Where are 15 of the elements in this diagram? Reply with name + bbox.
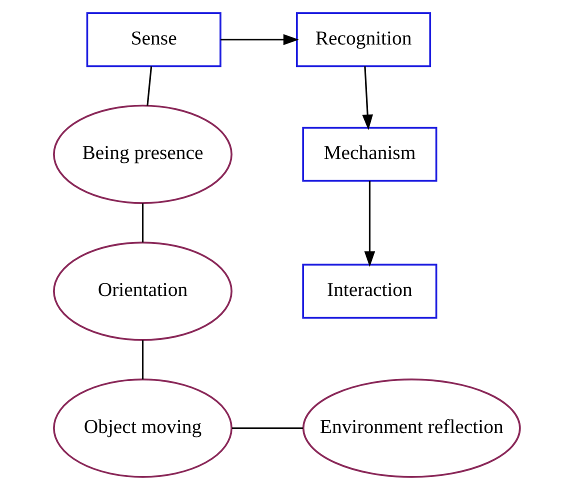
node-box: Interaction — [302, 264, 437, 319]
arrow — [364, 180, 375, 267]
node-box: Mechanism — [302, 126, 437, 182]
node-box: Recognition — [296, 12, 431, 68]
node-ellipse: Being presence — [52, 104, 232, 204]
connector — [146, 66, 152, 106]
arrow — [362, 66, 373, 130]
node-ellipse: Object moving — [52, 378, 232, 478]
node-ellipse: Orientation — [52, 242, 232, 341]
connector — [141, 340, 144, 380]
node-ellipse: Environment reflection — [302, 378, 520, 478]
connector — [232, 427, 302, 429]
arrow — [220, 34, 298, 46]
node-box: Sense — [86, 12, 221, 68]
connector — [141, 203, 144, 242]
